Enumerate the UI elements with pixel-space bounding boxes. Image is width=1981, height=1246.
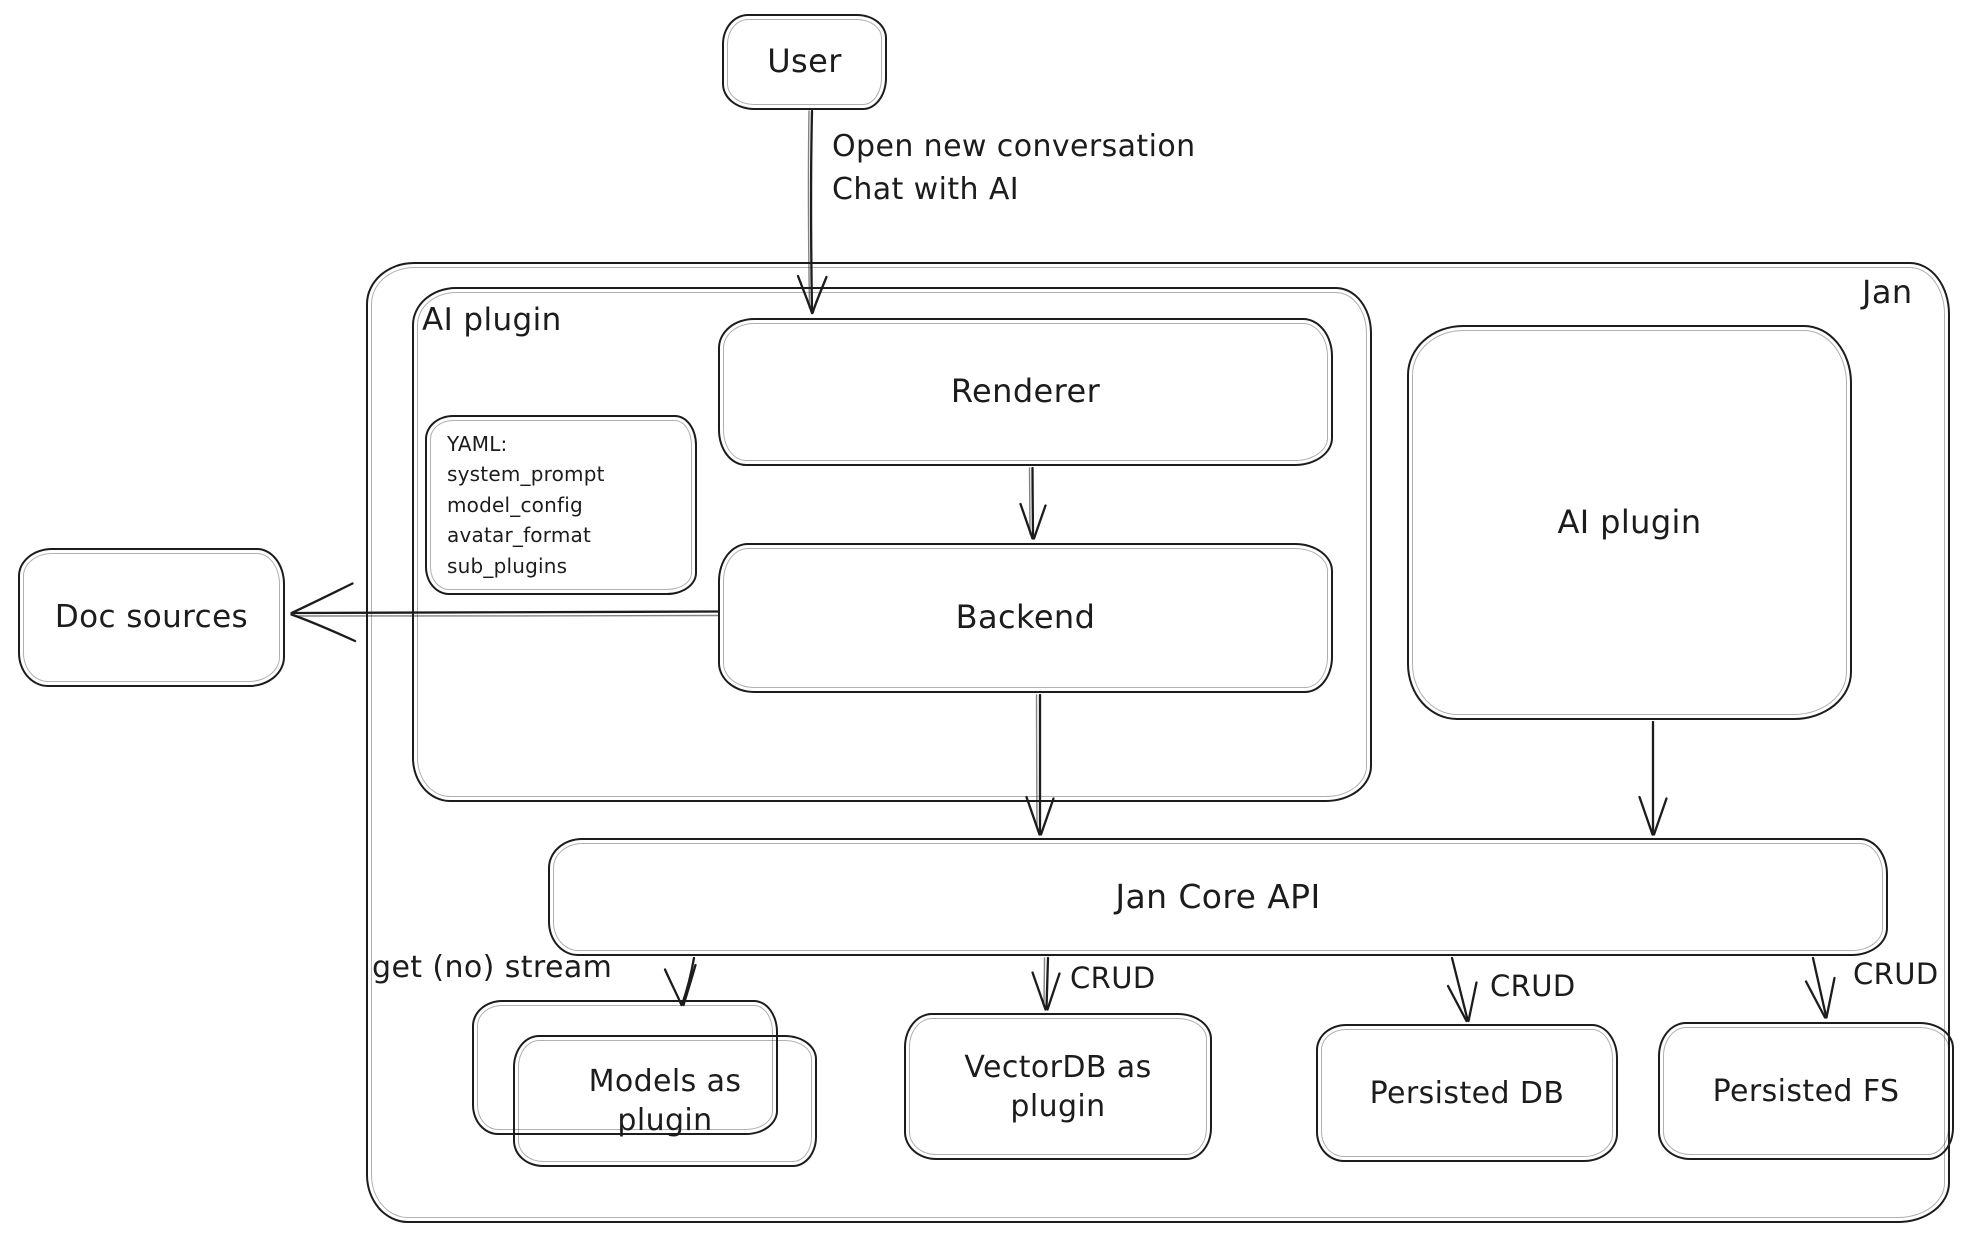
container-jan-label: Jan [1862, 273, 1913, 311]
node-backend: Backend [718, 543, 1333, 693]
node-user: User [722, 14, 887, 110]
node-jan-core-api: Jan Core API [548, 838, 1888, 956]
node-vectordb-plugin: VectorDB as plugin [904, 1013, 1212, 1160]
edge-label-crud-persisted-fs: CRUD [1853, 957, 1939, 991]
node-ai-plugin-right: AI plugin [1407, 325, 1852, 720]
container-jan [366, 262, 1950, 1223]
node-persisted-fs-label: Persisted FS [1712, 1073, 1900, 1109]
node-persisted-db: Persisted DB [1316, 1024, 1618, 1162]
node-renderer-label: Renderer [950, 372, 1101, 411]
node-renderer: Renderer [718, 318, 1333, 466]
node-vectordb-plugin-label: VectorDB as plugin [964, 1049, 1152, 1124]
node-ai-plugin-right-label: AI plugin [1557, 502, 1702, 541]
node-yaml-config-note: YAML: system_prompt model_config avatar_… [425, 415, 697, 595]
container-ai-plugin-group-label: AI plugin [422, 302, 562, 338]
node-doc-sources: Doc sources [18, 548, 285, 687]
node-models-plugin: Models as plugin [513, 1035, 817, 1167]
edge-label-crud-vectordb: CRUD [1070, 961, 1156, 995]
container-ai-plugin-group [412, 287, 1372, 802]
node-models-plugin-label: Models as plugin [588, 1064, 742, 1138]
node-user-label: User [767, 42, 842, 81]
node-backend-label: Backend [955, 598, 1096, 637]
node-models-plugin-back [472, 1000, 778, 1135]
edge-label-crud-persisted-db: CRUD [1490, 969, 1576, 1003]
node-persisted-fs: Persisted FS [1658, 1022, 1954, 1160]
node-persisted-db-label: Persisted DB [1369, 1075, 1565, 1111]
node-jan-core-api-label: Jan Core API [1115, 876, 1321, 916]
edge-label-user-to-renderer: Open new conversation Chat with AI [832, 129, 1196, 207]
node-doc-sources-label: Doc sources [54, 599, 249, 636]
node-yaml-config-note-text: YAML: system_prompt model_config avatar_… [447, 432, 605, 578]
edge-label-get-no-stream: get (no) stream [372, 950, 613, 985]
